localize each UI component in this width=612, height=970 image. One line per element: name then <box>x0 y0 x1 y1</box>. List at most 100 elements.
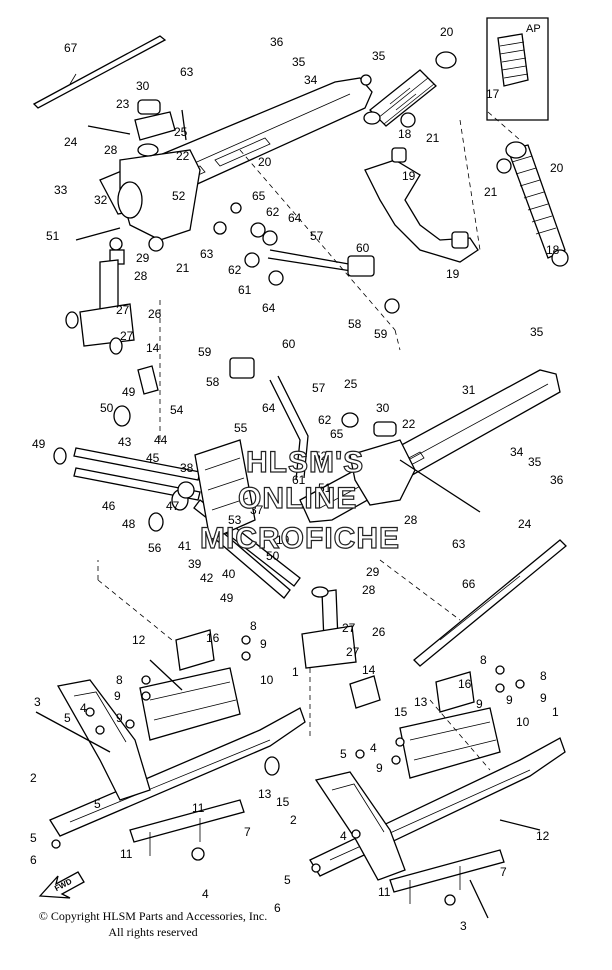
callout: 6 <box>30 853 37 867</box>
callout: 52 <box>172 189 186 203</box>
callout: 50 <box>100 401 114 415</box>
callout: 18 <box>546 243 560 257</box>
leader-lines-bottom <box>97 559 491 771</box>
callout: 49 <box>220 591 234 605</box>
callout: 3 <box>460 919 467 933</box>
pivot-arm-left <box>75 99 201 241</box>
callout: 51 <box>46 229 60 243</box>
callout: 59 <box>374 327 388 341</box>
callout: 22 <box>176 149 190 163</box>
callout: 18 <box>398 127 412 141</box>
callout: 15 <box>276 795 290 809</box>
callout: 49 <box>122 385 136 399</box>
callout: 13 <box>258 787 272 801</box>
callout: 63 <box>452 537 466 551</box>
callout: 23 <box>116 97 130 111</box>
callout: 38 <box>180 461 194 475</box>
callout: 33 <box>54 183 68 197</box>
callout: 60 <box>356 241 370 255</box>
callout: 10 <box>260 673 274 687</box>
callout: 36 <box>270 35 284 49</box>
ski-right <box>309 671 566 904</box>
callout: 40 <box>222 567 236 581</box>
callout: 26 <box>372 625 386 639</box>
callout: 42 <box>200 571 214 585</box>
callout: 35 <box>528 455 542 469</box>
callout: 63 <box>200 247 214 261</box>
callout: 13 <box>414 695 428 709</box>
callout: 19 <box>446 267 460 281</box>
callout: 9 <box>476 697 483 711</box>
callout: 59 <box>198 345 212 359</box>
callout: 19 <box>402 169 416 183</box>
callout: 11 <box>192 801 205 815</box>
callout: 35 <box>292 55 306 69</box>
callout: 5 <box>64 711 71 725</box>
callout: 8 <box>480 653 487 667</box>
callout: 28 <box>362 583 376 597</box>
callout: 22 <box>402 417 416 431</box>
callout: 50 <box>266 549 280 563</box>
callout: 12 <box>132 633 146 647</box>
callout: 36 <box>550 473 564 487</box>
watermark-line3: MICROFICHE <box>200 522 400 555</box>
callout: 60 <box>282 337 296 351</box>
callout: 7 <box>244 825 251 839</box>
callout: 3 <box>34 695 41 709</box>
callout: 16 <box>206 631 220 645</box>
callout: 65 <box>252 189 266 203</box>
callout: 21 <box>176 261 190 275</box>
callout: 29 <box>136 251 150 265</box>
pivot-arm-middle <box>341 412 481 513</box>
callout: 41 <box>178 539 192 553</box>
callout: 5 <box>30 831 37 845</box>
callout: 21 <box>484 185 498 199</box>
callout: 11 <box>378 885 391 899</box>
callout: 20 <box>550 161 564 175</box>
callout: 25 <box>344 377 358 391</box>
decal-strip-66 <box>413 539 567 667</box>
shock-absorber-right <box>487 111 569 267</box>
copyright-notice: © Copyright HLSM Parts and Accessories, … <box>8 908 298 940</box>
callout: 27 <box>342 621 356 635</box>
callout: 27 <box>346 645 360 659</box>
watermark: HLSM'S ONLINE MICROFICHE <box>199 445 400 555</box>
callout: 1 <box>292 665 299 679</box>
callout: 32 <box>94 193 108 207</box>
callout: 5 <box>284 873 291 887</box>
callout: 2 <box>290 813 297 827</box>
callout: 43 <box>118 435 132 449</box>
callout: 64 <box>262 401 276 415</box>
callout: 54 <box>170 403 184 417</box>
spindle-middle <box>301 586 357 669</box>
callout-labels: 67 36 35 34 35 20 17 30 63 23 24 25 18 2… <box>30 25 564 933</box>
callout: 34 <box>510 445 524 459</box>
callout: 51 <box>318 481 332 495</box>
callout: 55 <box>234 421 248 435</box>
callout: 30 <box>376 401 390 415</box>
ap-inset-box <box>486 17 549 121</box>
callout: 4 <box>202 887 209 901</box>
inset-label: AP <box>526 23 541 35</box>
rear-arm-bracket <box>364 147 479 263</box>
callout: 20 <box>258 155 272 169</box>
callout: 39 <box>188 557 202 571</box>
callout: 28 <box>104 143 118 157</box>
callout: 57 <box>310 229 324 243</box>
callout: 11 <box>120 847 133 861</box>
callout: 58 <box>206 375 220 389</box>
callout: 30 <box>136 79 150 93</box>
callout: 8 <box>116 673 123 687</box>
callout: 14 <box>146 341 160 355</box>
callout: 5 <box>94 797 101 811</box>
copyright-line1: © Copyright HLSM Parts and Accessories, … <box>38 909 268 923</box>
small-parts-top <box>109 74 512 314</box>
callout: 9 <box>506 693 513 707</box>
callout: 21 <box>426 131 440 145</box>
callout: 31 <box>462 383 476 397</box>
callout: 24 <box>64 135 78 149</box>
callout: 27 <box>120 329 134 343</box>
callout: 25 <box>174 125 188 139</box>
callout: 37 <box>250 503 264 517</box>
